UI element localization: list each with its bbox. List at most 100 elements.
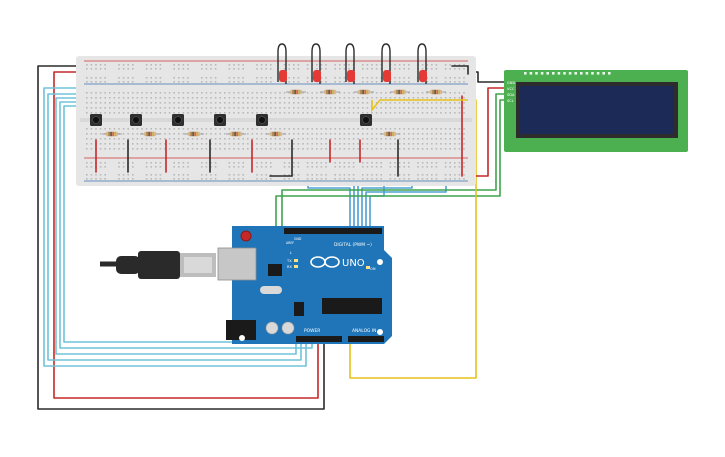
breadboard-hole[interactable] — [371, 174, 373, 176]
breadboard-hole[interactable] — [311, 92, 313, 94]
breadboard-hole[interactable] — [297, 107, 300, 109]
breadboard-hole[interactable] — [412, 107, 415, 109]
breadboard-hole[interactable] — [132, 112, 134, 114]
breadboard-hole[interactable] — [270, 102, 272, 104]
breadboard-hole[interactable] — [118, 92, 120, 94]
breadboard-hole[interactable] — [155, 92, 157, 94]
breadboard-hole[interactable] — [408, 143, 410, 145]
breadboard-hole[interactable] — [302, 107, 304, 109]
breadboard-hole[interactable] — [398, 166, 401, 168]
breadboard-hole[interactable] — [237, 97, 240, 99]
wire-green-scl[interactable] — [275, 99, 506, 229]
breadboard-hole[interactable] — [196, 128, 198, 130]
breadboard-hole[interactable] — [311, 162, 313, 164]
breadboard-hole[interactable] — [251, 138, 254, 140]
breadboard-hole[interactable] — [260, 138, 263, 140]
breadboard-hole[interactable] — [293, 102, 295, 104]
breadboard-hole[interactable] — [316, 174, 318, 176]
breadboard-hole[interactable] — [86, 133, 88, 135]
breadboard-hole[interactable] — [196, 112, 198, 114]
breadboard-hole[interactable] — [343, 148, 346, 150]
breadboard-hole[interactable] — [435, 97, 438, 99]
breadboard-hole[interactable] — [371, 128, 373, 130]
breadboard-hole[interactable] — [408, 77, 410, 79]
breadboard-hole[interactable] — [150, 81, 152, 83]
breadboard-hole[interactable] — [375, 81, 378, 83]
breadboard-hole[interactable] — [417, 112, 419, 114]
breadboard-hole[interactable] — [316, 138, 318, 140]
breadboard-hole[interactable] — [297, 64, 300, 66]
breadboard-hole[interactable] — [444, 107, 447, 109]
breadboard-hole[interactable] — [201, 162, 203, 164]
breadboard-hole[interactable] — [247, 92, 249, 94]
dc-barrel-jack[interactable] — [226, 320, 256, 340]
breadboard-hole[interactable] — [141, 138, 143, 140]
breadboard-hole[interactable] — [136, 133, 139, 135]
breadboard-hole[interactable] — [283, 178, 286, 180]
breadboard-hole[interactable] — [219, 92, 221, 94]
breadboard-hole[interactable] — [297, 178, 300, 180]
breadboard-hole[interactable] — [242, 81, 244, 83]
breadboard-hole[interactable] — [316, 143, 318, 145]
breadboard-hole[interactable] — [426, 138, 428, 140]
breadboard-hole[interactable] — [159, 97, 162, 99]
breadboard-hole[interactable] — [145, 107, 148, 109]
breadboard-hole[interactable] — [201, 81, 203, 83]
breadboard-hole[interactable] — [371, 166, 373, 168]
breadboard-hole[interactable] — [141, 148, 143, 150]
breadboard-hole[interactable] — [168, 133, 171, 135]
breadboard-hole[interactable] — [329, 138, 332, 140]
breadboard-hole[interactable] — [132, 97, 134, 99]
breadboard-hole[interactable] — [159, 133, 162, 135]
breadboard-hole[interactable] — [118, 107, 120, 109]
breadboard-hole[interactable] — [159, 107, 162, 109]
breadboard-hole[interactable] — [435, 128, 438, 130]
breadboard-hole[interactable] — [178, 112, 180, 114]
breadboard-hole[interactable] — [316, 102, 318, 104]
breadboard-hole[interactable] — [237, 178, 240, 180]
breadboard-hole[interactable] — [458, 102, 461, 104]
breadboard-hole[interactable] — [219, 143, 221, 145]
breadboard-hole[interactable] — [90, 138, 93, 140]
breadboard-hole[interactable] — [191, 102, 194, 104]
breadboard-hole[interactable] — [339, 143, 341, 145]
breadboard-hole[interactable] — [435, 107, 438, 109]
breadboard-hole[interactable] — [311, 133, 313, 135]
breadboard-hole[interactable] — [458, 174, 461, 176]
breadboard-hole[interactable] — [182, 77, 185, 79]
breadboard-hole[interactable] — [256, 77, 258, 79]
breadboard-hole[interactable] — [306, 162, 309, 164]
breadboard-hole[interactable] — [458, 133, 461, 135]
breadboard-hole[interactable] — [463, 112, 465, 114]
breadboard-hole[interactable] — [343, 138, 346, 140]
breadboard-hole[interactable] — [403, 133, 405, 135]
breadboard-hole[interactable] — [274, 112, 277, 114]
breadboard-hole[interactable] — [421, 68, 424, 70]
breadboard-hole[interactable] — [99, 97, 102, 99]
breadboard-hole[interactable] — [214, 166, 217, 168]
breadboard-hole[interactable] — [196, 102, 198, 104]
breadboard-hole[interactable] — [178, 143, 180, 145]
breadboard-hole[interactable] — [431, 174, 433, 176]
breadboard-hole[interactable] — [178, 166, 180, 168]
breadboard-hole[interactable] — [90, 68, 93, 70]
breadboard-hole[interactable] — [463, 77, 465, 79]
breadboard-hole[interactable] — [343, 178, 346, 180]
breadboard-hole[interactable] — [122, 128, 125, 130]
breadboard-hole[interactable] — [104, 178, 106, 180]
breadboard-hole[interactable] — [150, 68, 152, 70]
breadboard-hole[interactable] — [394, 178, 396, 180]
breadboard-hole[interactable] — [270, 166, 272, 168]
breadboard-hole[interactable] — [224, 92, 226, 94]
breadboard-hole[interactable] — [385, 112, 387, 114]
breadboard-hole[interactable] — [362, 133, 364, 135]
breadboard-hole[interactable] — [247, 148, 249, 150]
breadboard-hole[interactable] — [389, 174, 392, 176]
breadboard-hole[interactable] — [412, 128, 415, 130]
breadboard-hole[interactable] — [454, 148, 456, 150]
breadboard-hole[interactable] — [132, 162, 134, 164]
breadboard-hole[interactable] — [201, 102, 203, 104]
analog-header[interactable] — [348, 336, 384, 342]
breadboard-hole[interactable] — [191, 92, 194, 94]
breadboard-hole[interactable] — [251, 133, 254, 135]
